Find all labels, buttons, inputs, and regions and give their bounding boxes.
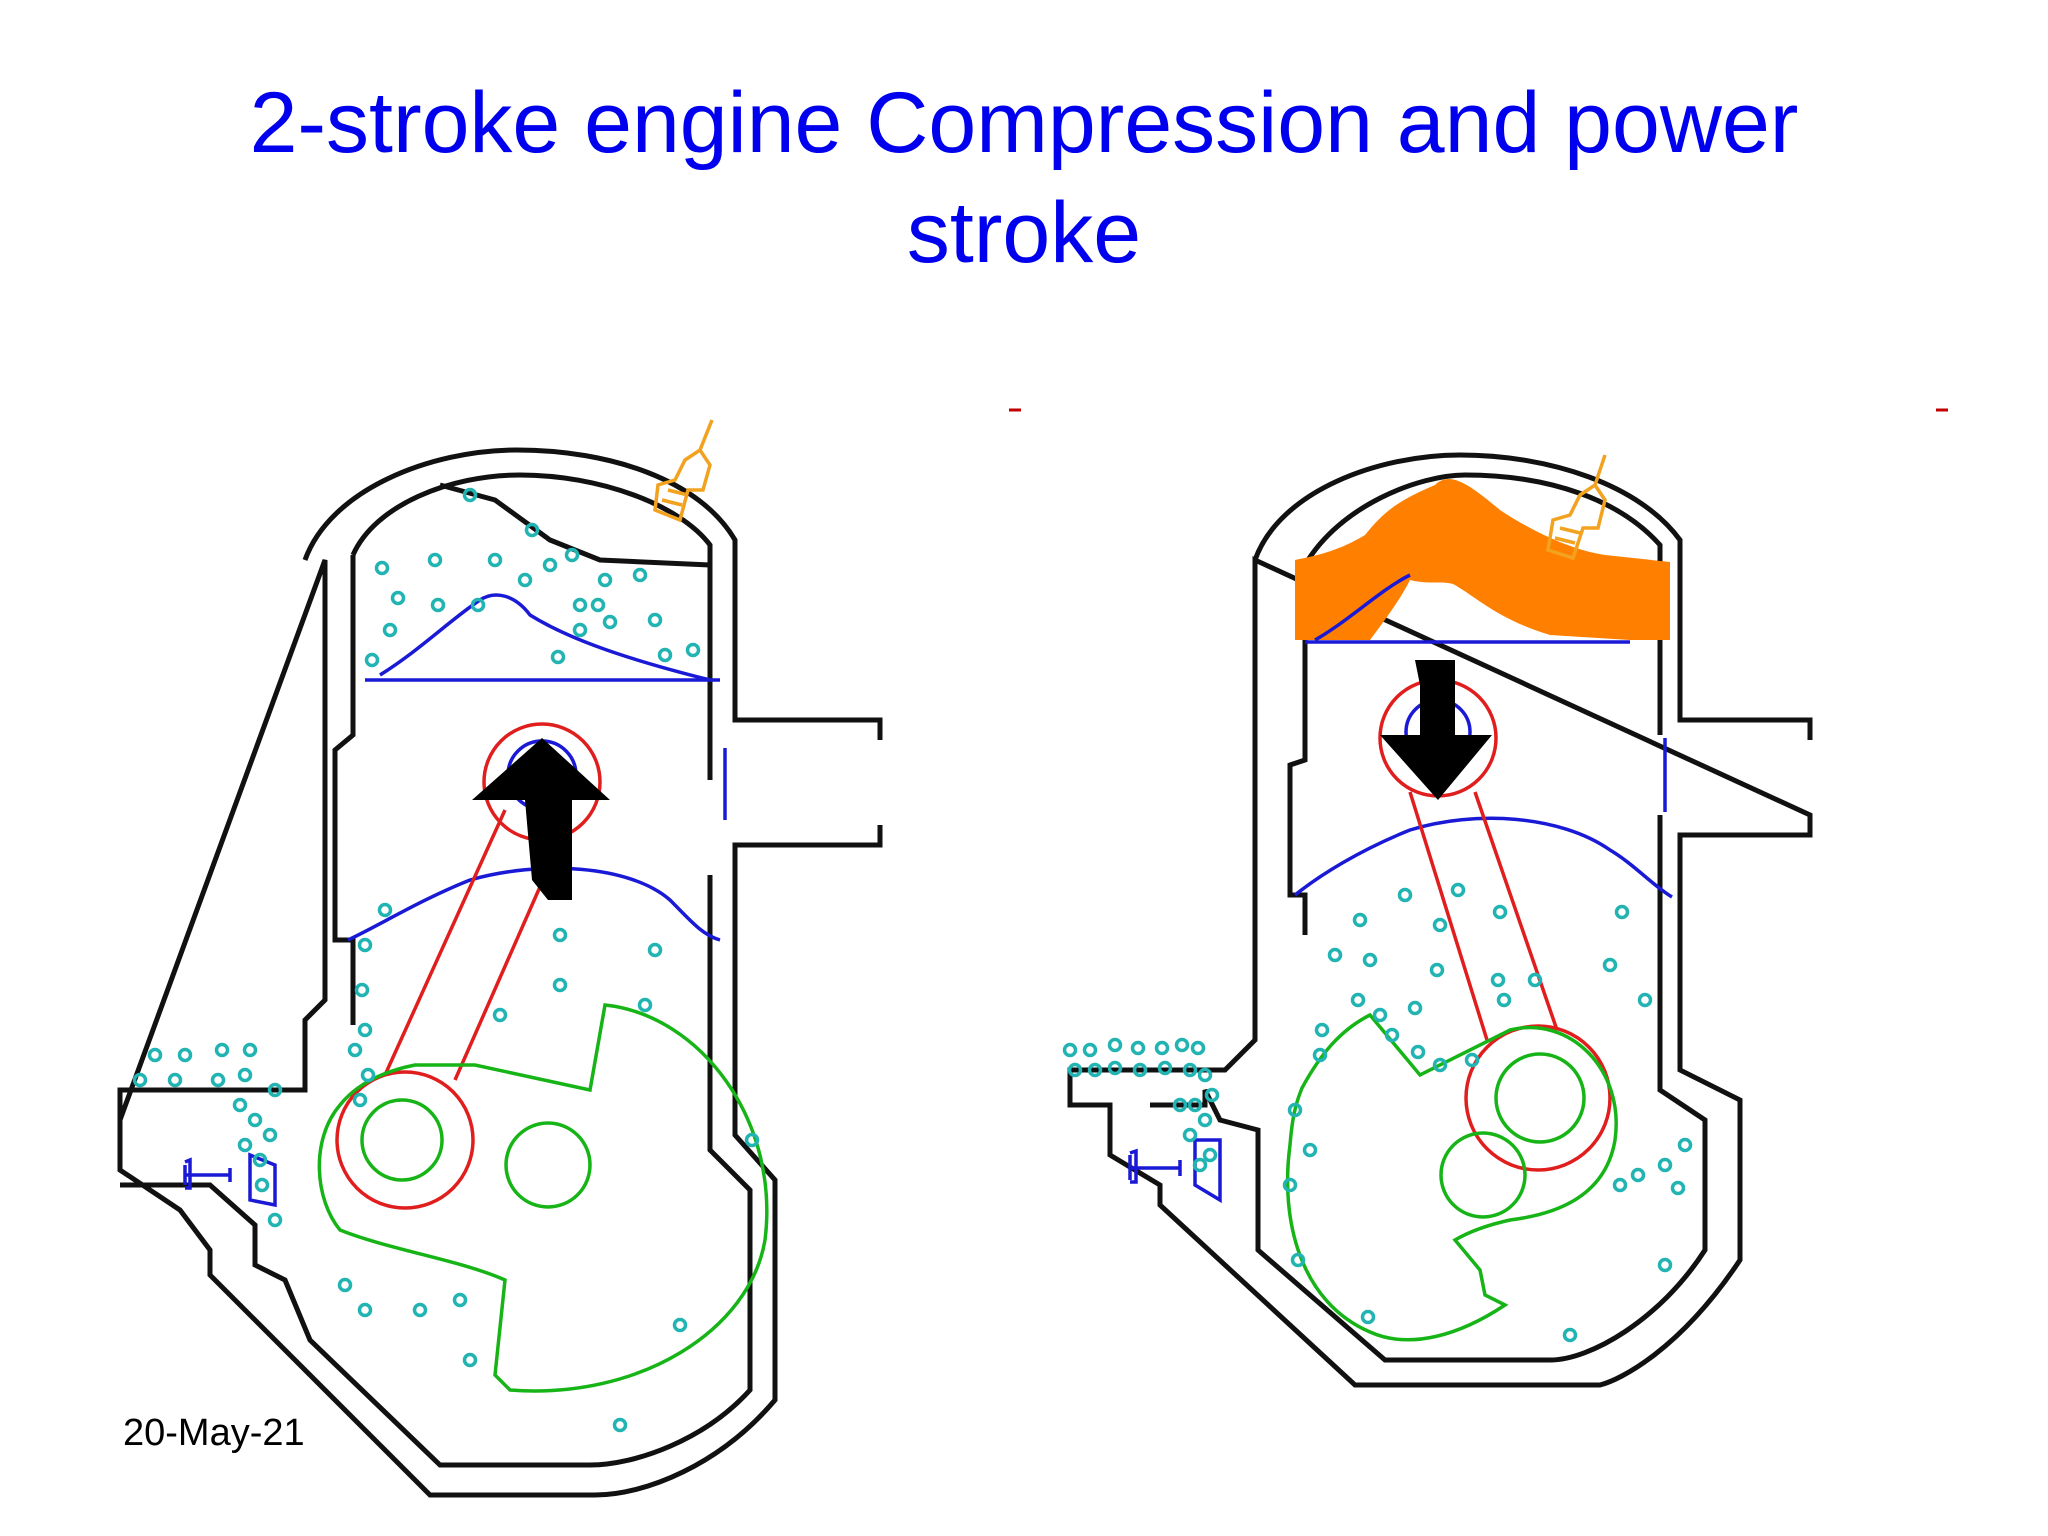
- right-combustion-flame: [1295, 479, 1670, 640]
- left-main-journal: [504, 1121, 592, 1209]
- left-spark-plug: [653, 419, 714, 523]
- right-engine-inner-wall: [1150, 472, 1708, 1363]
- slide-title-line-2: stroke: [906, 185, 1142, 281]
- power-stroke-diagram: [1062, 452, 1813, 1388]
- right-direction-arrow-down: [1380, 660, 1492, 800]
- compression-stroke-diagram: [117, 419, 883, 1498]
- slide-title: 2-stroke engine Compression and power st…: [0, 68, 2048, 288]
- right-spark-plug: [1546, 454, 1607, 561]
- right-big-end: [1464, 1024, 1612, 1172]
- left-direction-arrow-up: [472, 738, 610, 900]
- left-piston-top: [365, 593, 720, 682]
- left-engine-inner-wall: [120, 472, 753, 1468]
- left-reed-valve: [183, 1152, 277, 1208]
- right-crankpin: [1494, 1052, 1586, 1144]
- left-big-end: [335, 1070, 475, 1210]
- right-piston-skirt: [1293, 816, 1673, 899]
- right-crank-web: [1285, 1012, 1618, 1342]
- left-crank-web: [317, 1003, 769, 1393]
- slide-date: 20-May-21: [123, 1412, 305, 1454]
- right-main-journal: [1439, 1131, 1527, 1219]
- left-fuel-mixture: [132, 487, 760, 1433]
- left-crankpin: [360, 1098, 444, 1182]
- right-reed-valve: [1128, 1138, 1222, 1204]
- right-fuel-mixture: [1062, 882, 1693, 1343]
- right-engine-outer-wall: [1067, 452, 1813, 1388]
- right-piston-top: [1305, 573, 1630, 644]
- right-connecting-rod: [1408, 791, 1559, 1041]
- slide-title-line-1: 2-stroke engine Compression and power: [249, 75, 1799, 171]
- left-engine-outer-wall: [117, 447, 883, 1498]
